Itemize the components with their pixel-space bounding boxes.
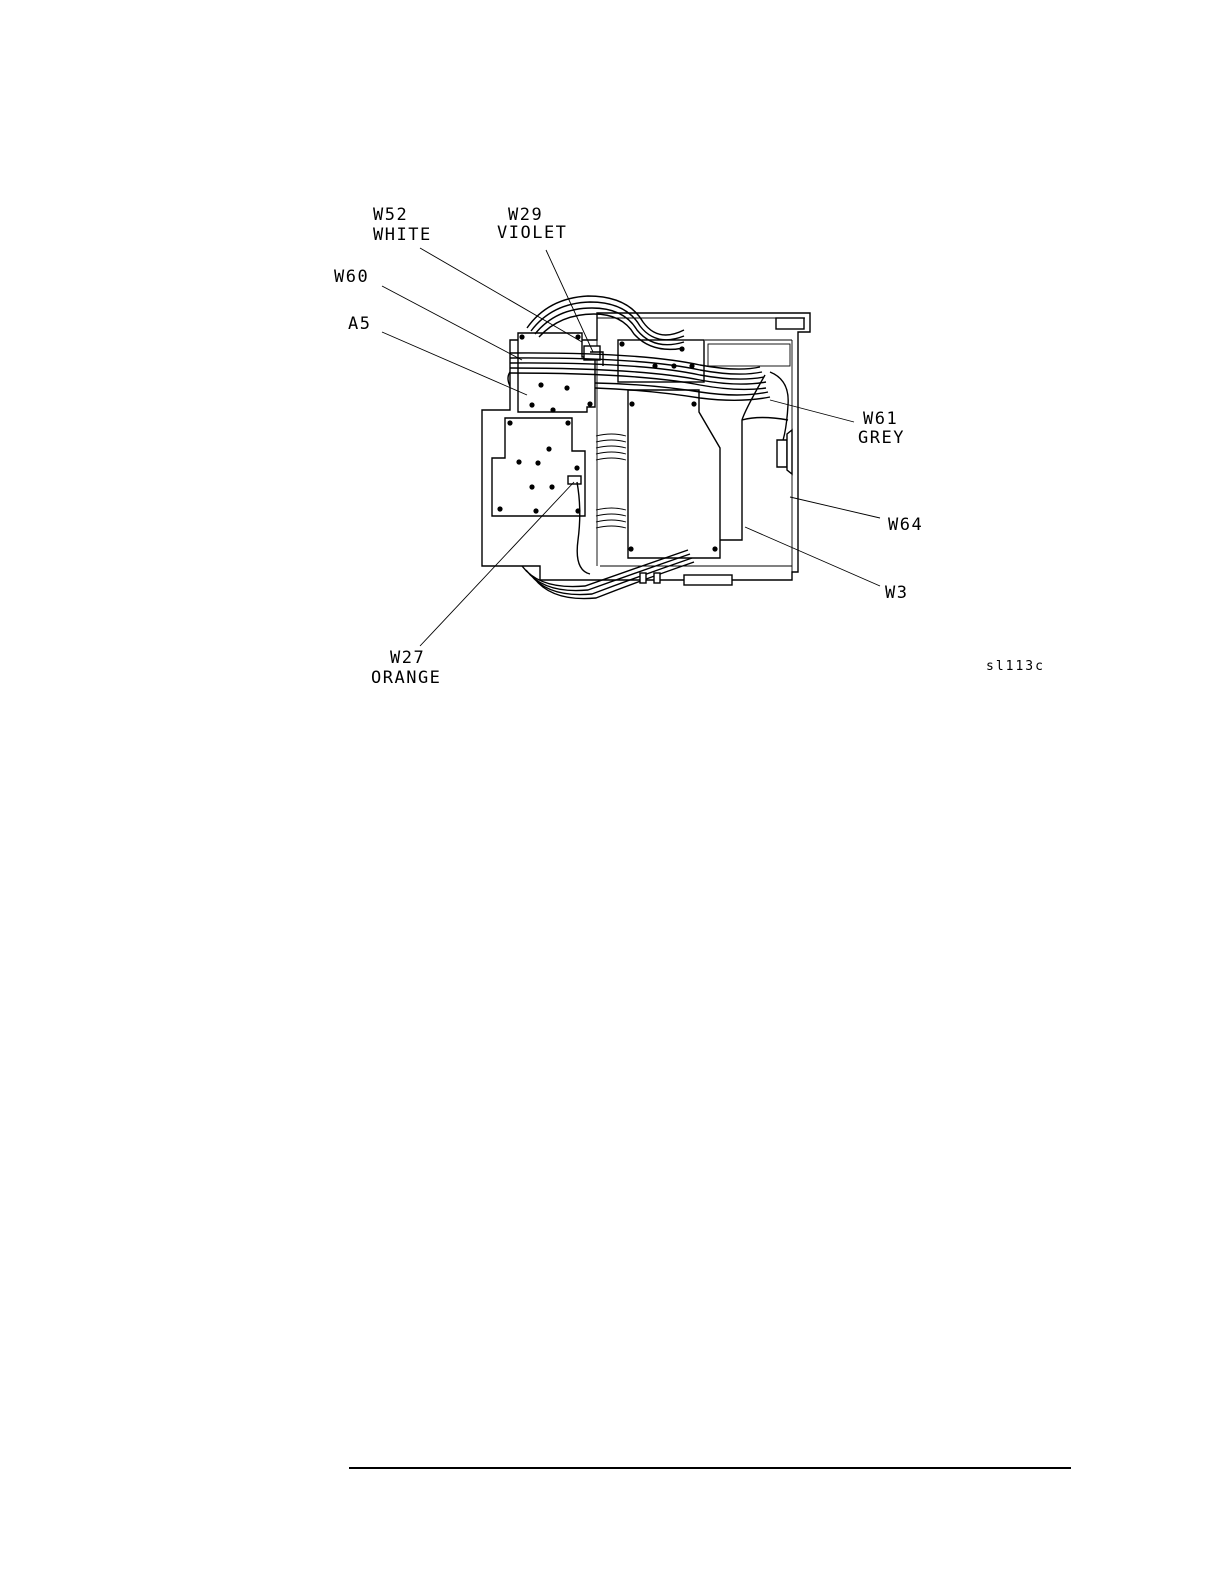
label-w3: W3 [885, 583, 908, 603]
leader-w52 [420, 248, 582, 342]
label-w29-color: VIOLET [497, 223, 567, 243]
leader-w3 [745, 527, 880, 586]
footer-rule [349, 1467, 1071, 1469]
rear-connectors [640, 573, 732, 585]
label-w60: W60 [334, 267, 369, 287]
label-a5: A5 [348, 314, 371, 334]
board-lower-left [492, 418, 585, 516]
label-w27-color: ORANGE [371, 668, 441, 688]
leader-w60 [382, 286, 522, 360]
label-w52-color: WHITE [373, 225, 432, 245]
label-w61-color: GREY [858, 428, 905, 448]
hose-segments [596, 434, 626, 528]
label-w61-id: W61 [863, 409, 898, 429]
leader-a5 [382, 332, 527, 395]
leader-w64 [790, 497, 880, 518]
figure-id: sl113c [986, 659, 1045, 674]
board-center [628, 390, 720, 558]
label-w64: W64 [888, 515, 923, 535]
label-w52-id: W52 [373, 205, 408, 225]
label-w27-id: W27 [390, 648, 425, 668]
label-w29-id: W29 [508, 205, 543, 225]
